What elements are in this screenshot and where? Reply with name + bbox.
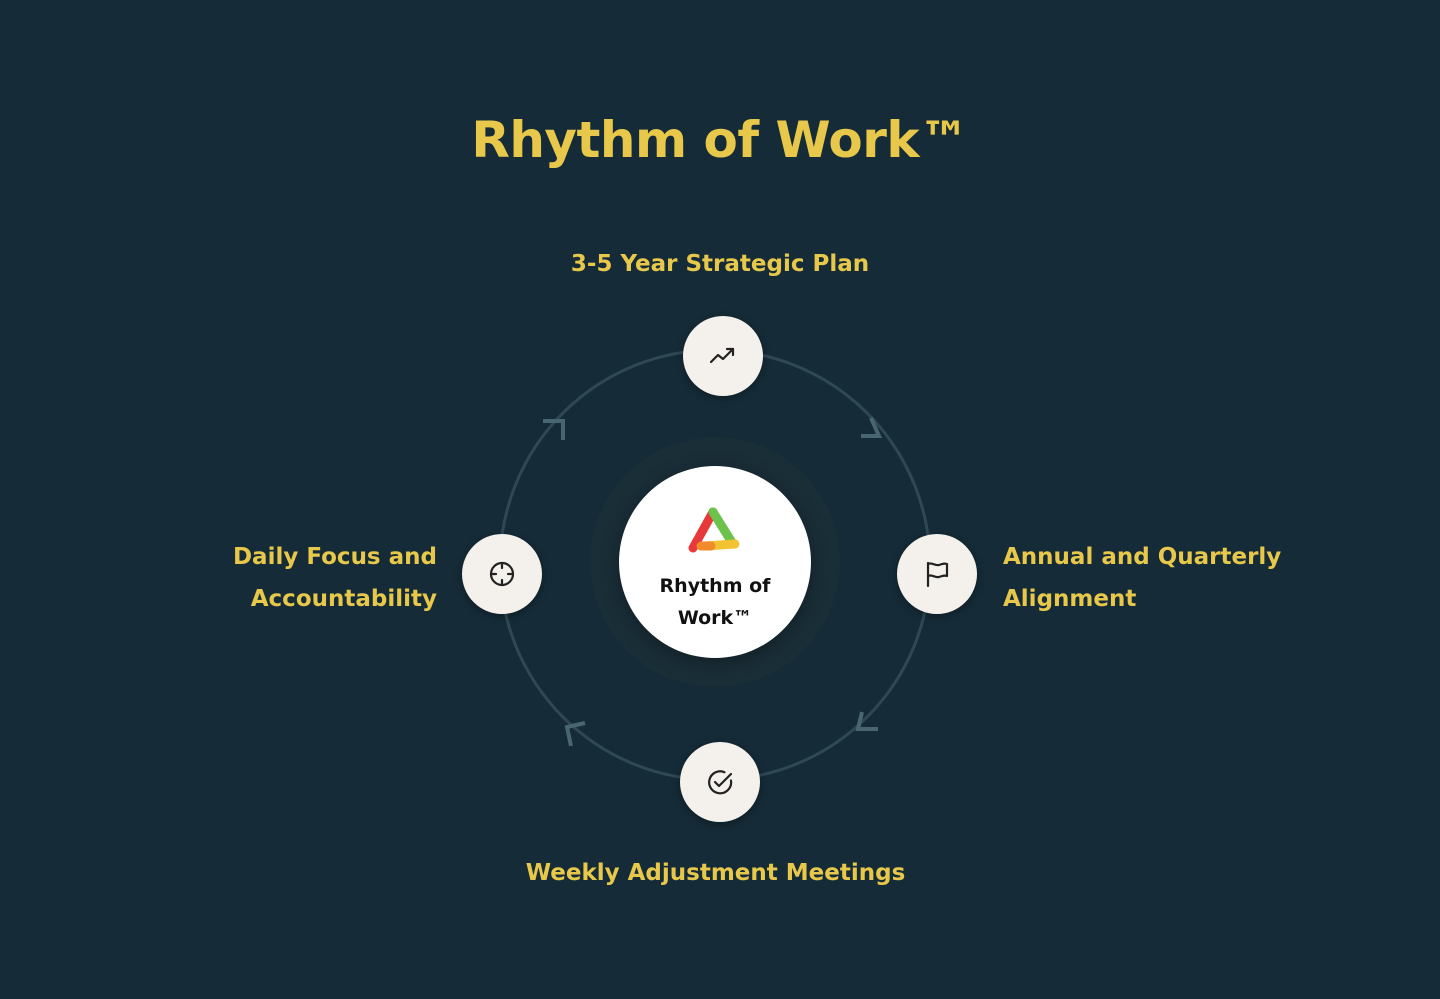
stage-label-annual-line2: Alignment: [1003, 586, 1137, 612]
stage-label-annual-line1: Annual and Quarterly: [1003, 544, 1282, 570]
center-label-line2: Work™: [677, 607, 753, 629]
rhythm-of-work-logo-icon: [688, 507, 740, 553]
stage-node-annual[interactable]: [897, 534, 977, 614]
flag-icon: [926, 561, 949, 588]
cycle-arrow-bottom-left: [564, 721, 586, 747]
cycle-arrow-top-left: [543, 419, 565, 440]
cycle-arrow-bottom-right: [855, 711, 878, 731]
stage-node-weekly[interactable]: [680, 742, 760, 822]
center-label: Rhythm of Work™: [639, 570, 791, 634]
stage-node-strategic[interactable]: [683, 316, 763, 396]
crosshair-icon: [489, 561, 515, 587]
stage-label-daily-line1: Daily Focus and: [232, 544, 437, 570]
stage-node-daily[interactable]: [462, 534, 542, 614]
trending-up-icon: [709, 347, 735, 364]
check-circle-icon: [708, 770, 733, 795]
stage-label-daily-line2: Accountability: [250, 586, 437, 612]
center-hub: Rhythm of Work™: [619, 466, 811, 658]
stage-label-strategic: 3-5 Year Strategic Plan: [570, 251, 870, 277]
cycle-arrow-top-right: [861, 417, 883, 438]
stage-label-weekly: Weekly Adjustment Meetings: [525, 860, 906, 886]
stage-label-annual: Annual and Quarterly Alignment: [1003, 536, 1281, 620]
page-title: Rhythm of Work™: [471, 111, 969, 169]
center-label-line1: Rhythm of: [659, 575, 771, 597]
stage-label-daily: Daily Focus and Accountability: [180, 536, 437, 620]
